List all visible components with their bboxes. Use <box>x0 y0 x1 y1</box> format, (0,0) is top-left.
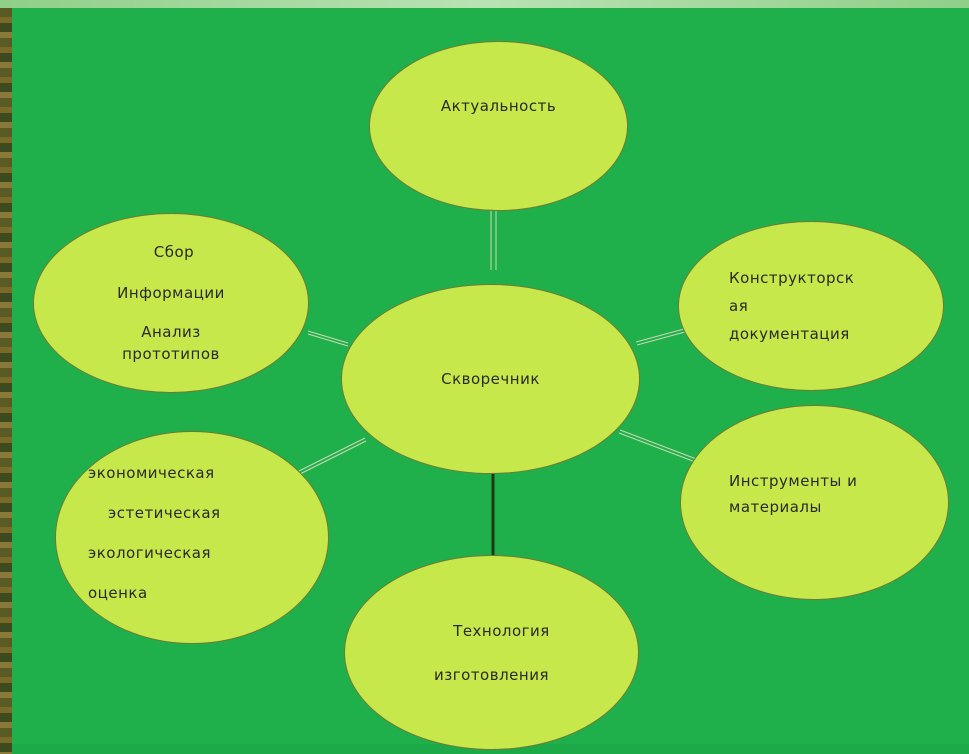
node-info-line-4: прототипов <box>122 344 220 363</box>
node-tools-line-1: Инструменты и <box>729 471 858 490</box>
connector-right-upper <box>635 328 686 346</box>
node-relevance: Актуальность <box>369 41 628 211</box>
connector-left-upper <box>307 330 349 347</box>
node-info-line-3: Анализ <box>141 322 201 341</box>
node-assessment: экономическая эстетическая экологическая… <box>55 431 329 644</box>
node-info: Сбор Информации Анализ прототипов <box>33 213 309 393</box>
node-assessment-line-3: экологическая <box>88 543 211 562</box>
node-assessment-line-2: эстетическая <box>108 503 221 522</box>
node-tools-line-2: материалы <box>729 497 822 516</box>
node-center: Скворечник <box>341 284 640 474</box>
node-technology-line-2: изготовления <box>434 665 549 684</box>
node-info-line-2: Информации <box>117 283 225 302</box>
left-photo-edge <box>0 8 12 754</box>
node-center-label: Скворечник <box>441 370 540 388</box>
node-assessment-line-1: экономическая <box>88 463 215 482</box>
node-docs-line-3: документация <box>729 325 850 343</box>
top-border-strip <box>0 0 969 8</box>
node-docs-line-1: Конструкторск <box>729 269 855 287</box>
node-technology: Технология изготовления <box>344 555 639 750</box>
node-assessment-line-4: оценка <box>88 583 148 602</box>
node-docs-line-2: ая <box>729 297 749 315</box>
connector-right-lower <box>618 429 700 464</box>
connector-top <box>490 211 497 270</box>
node-technology-line-1: Технология <box>453 621 550 640</box>
node-info-line-1: Сбор <box>153 242 195 261</box>
node-relevance-label: Актуальность <box>440 97 557 115</box>
connector-left-lower <box>298 437 367 475</box>
node-docs: Конструкторск ая документация <box>678 221 944 391</box>
node-tools: Инструменты и материалы <box>680 405 949 600</box>
